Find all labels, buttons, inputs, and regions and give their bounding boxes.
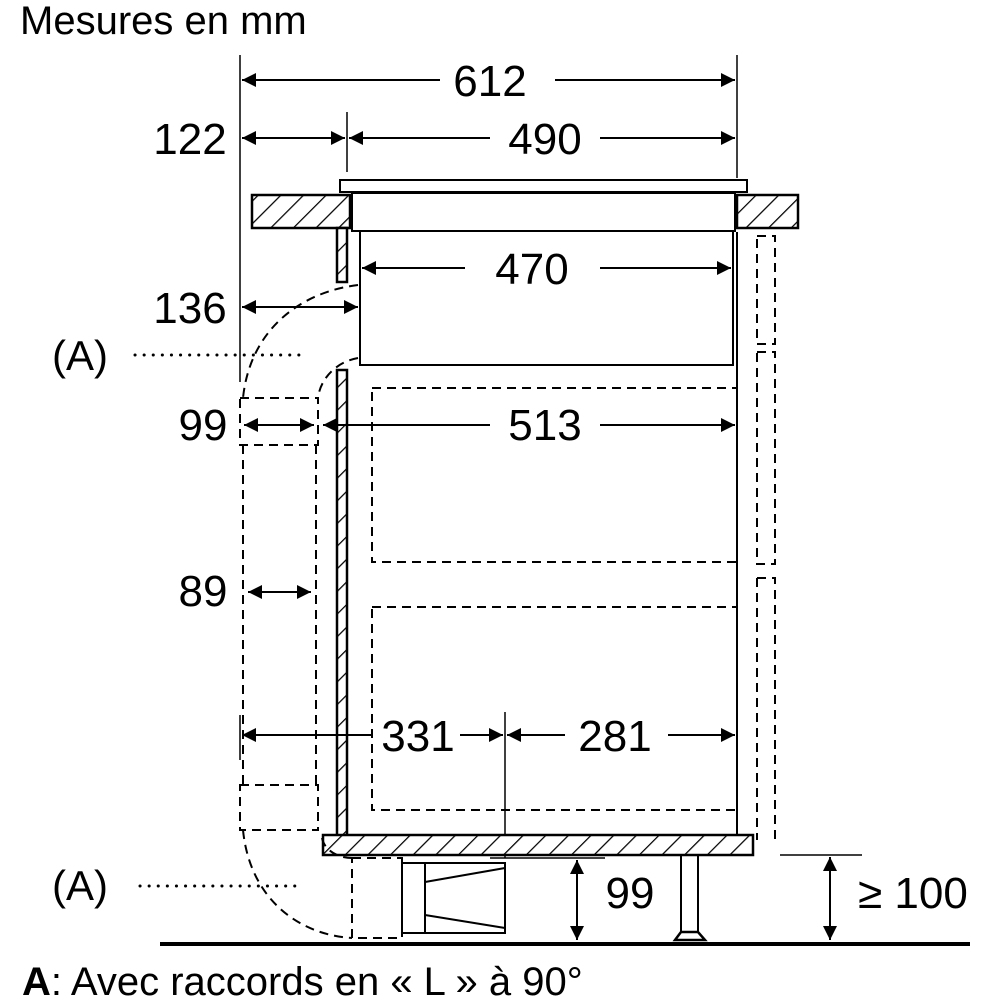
dimension-122: 122 [153,115,345,164]
connector-marker-bottom: (A) [52,862,302,909]
svg-text:136: 136 [153,284,226,333]
cabinet [321,232,776,857]
svg-text:470: 470 [495,245,568,294]
svg-text:122: 122 [153,115,226,164]
legend-key: A [22,960,51,1000]
dimension-513: 513 [323,401,735,450]
svg-text:(A): (A) [52,332,108,379]
svg-text:513: 513 [508,401,581,450]
page-title: Mesures en mm [20,0,307,43]
dimension-fan-99: 99 [570,860,655,940]
fan-unit [401,862,506,934]
svg-text:89: 89 [179,567,228,616]
connector-marker-top: (A) [52,332,302,379]
svg-text:A: Avec raccords en « L » à 90: A: Avec raccords en « L » à 90° [22,960,583,1000]
svg-text:99: 99 [606,869,655,918]
svg-text:490: 490 [508,115,581,164]
extension-lines [239,55,862,859]
dimension-duct-99: 99 [179,401,314,450]
dimension-490: 490 [349,115,735,164]
legend: A: Avec raccords en « L » à 90° [22,960,583,1000]
dimension-331: 331 [242,712,503,761]
dimension-470: 470 [362,245,731,294]
dimension-89: 89 [179,567,311,616]
svg-text:612: 612 [453,57,526,106]
dimension-136: 136 [153,284,358,333]
dimension-281: 281 [507,712,735,761]
legend-text: : Avec raccords en « L » à 90° [51,960,583,1000]
cabinet-leg [672,854,708,942]
hob [250,179,800,366]
dimension-612: 612 [242,57,735,106]
svg-text:(A): (A) [52,862,108,909]
svg-text:≥ 100: ≥ 100 [858,869,968,918]
svg-text:281: 281 [578,712,651,761]
svg-text:331: 331 [381,712,454,761]
dimension-plinth-100: ≥ 100 [823,857,968,940]
svg-text:99: 99 [179,401,228,450]
